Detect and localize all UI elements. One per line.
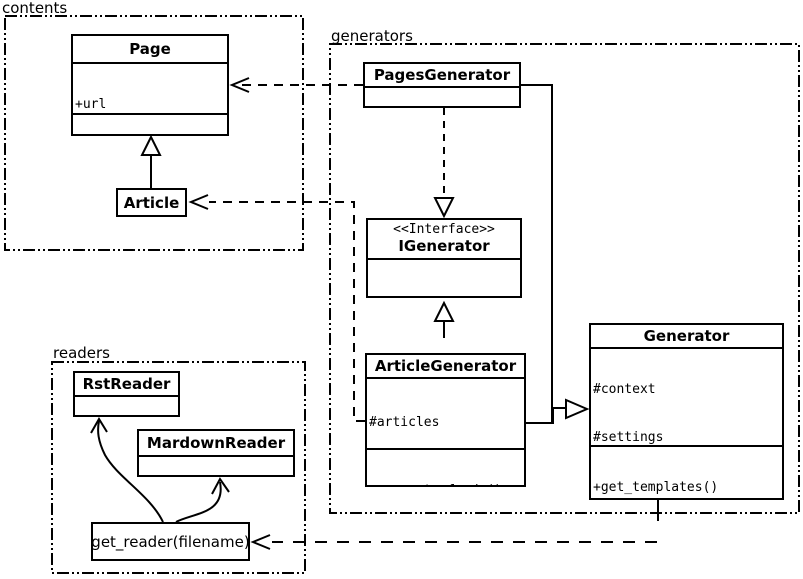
class-methods-page: +check_properties() [73,115,227,134]
inheritance-triangle-generator [565,398,590,420]
package-label-generators: generators [331,27,413,45]
class-box-page: Page +url +slug +summary +check_properti… [71,34,229,136]
function-label-get-reader: get_reader(filename) [91,532,250,551]
class-methods-generator: +get_templates() +get_files(path,exclude… [591,447,782,498]
method: +generate_feeds() [369,483,522,485]
interface-stereotype: <<Interface>> [393,222,495,237]
class-title-articlegenerator: ArticleGenerator [367,355,524,379]
attribute: +url [75,97,107,112]
dependency-line-articlegenerator-to-article [209,201,365,422]
package-border-readers [51,361,306,574]
class-box-mardownreader: MardownReader +read() [137,429,295,477]
class-methods-mardownreader: +read() [139,457,293,475]
attribute: #settings [593,430,664,445]
package-border-generators [329,43,800,514]
class-box-pagesgenerator: PagesGenerator #pages [363,62,521,108]
attribute: #context [593,382,656,397]
dependency-arrowhead-page [229,77,250,93]
class-title-generator: Generator [591,325,782,349]
class-box-articlegenerator: ArticleGenerator #articles #dates #tags … [365,353,526,487]
class-box-article: Article [116,188,187,217]
class-title-igenerator: <<Interface>> IGenerator [368,220,520,260]
class-attributes-pagesgenerator: #pages [365,88,519,106]
class-box-rstreader: RstReader +read() [73,371,180,417]
method: +generate_context() [370,295,518,296]
attribute: #articles [369,415,440,430]
class-methods-igenerator: +generate_context() +generate_output() [368,260,520,296]
class-name-igenerator: IGenerator [398,237,490,255]
package-border-contents [4,15,304,251]
realization-triangle-igenerator-top [433,197,455,219]
dependency-arrowhead-article [188,194,209,210]
class-attributes-generator: #context #settings #path #theme #output_… [591,349,782,447]
inheritance-triangle-page [140,134,162,156]
class-box-igenerator: <<Interface>> IGenerator +generate_conte… [366,218,522,298]
class-title-mardownreader: MardownReader [139,431,293,457]
inheritance-line-articlegenerator-to-generator [526,407,566,424]
package-label-readers: readers [53,344,110,362]
class-attributes-page: +url +slug +summary [73,64,227,115]
class-title-page: Page [73,36,227,64]
package-label-contents: contents [2,0,68,17]
inheritance-triangle-igenerator-bottom [433,300,455,322]
class-methods-articlegenerator: +generate_feeds() +generate_pages() [367,450,524,485]
arrowhead-rstreader [90,417,108,434]
function-box-get-reader: get_reader(filename) [91,522,250,561]
class-box-generator: Generator #context #settings #path #them… [589,323,784,500]
class-title-article: Article [123,193,180,212]
arrow-curve-getreader-to-mardownreader [175,481,222,523]
inheritance-line-pagesgenerator-to-generator [521,84,553,423]
method: +get_templates() [593,480,719,495]
class-title-rstreader: RstReader [75,373,178,397]
class-title-pagesgenerator: PagesGenerator [365,64,519,88]
class-methods-rstreader: +read() [75,397,178,415]
dependency-arrowhead-getreader [250,534,271,550]
arrow-curve-getreader-to-rstreader [97,420,164,523]
arrowhead-mardownreader [211,477,230,495]
class-attributes-articlegenerator: #articles #dates #tags #categories [367,379,524,450]
